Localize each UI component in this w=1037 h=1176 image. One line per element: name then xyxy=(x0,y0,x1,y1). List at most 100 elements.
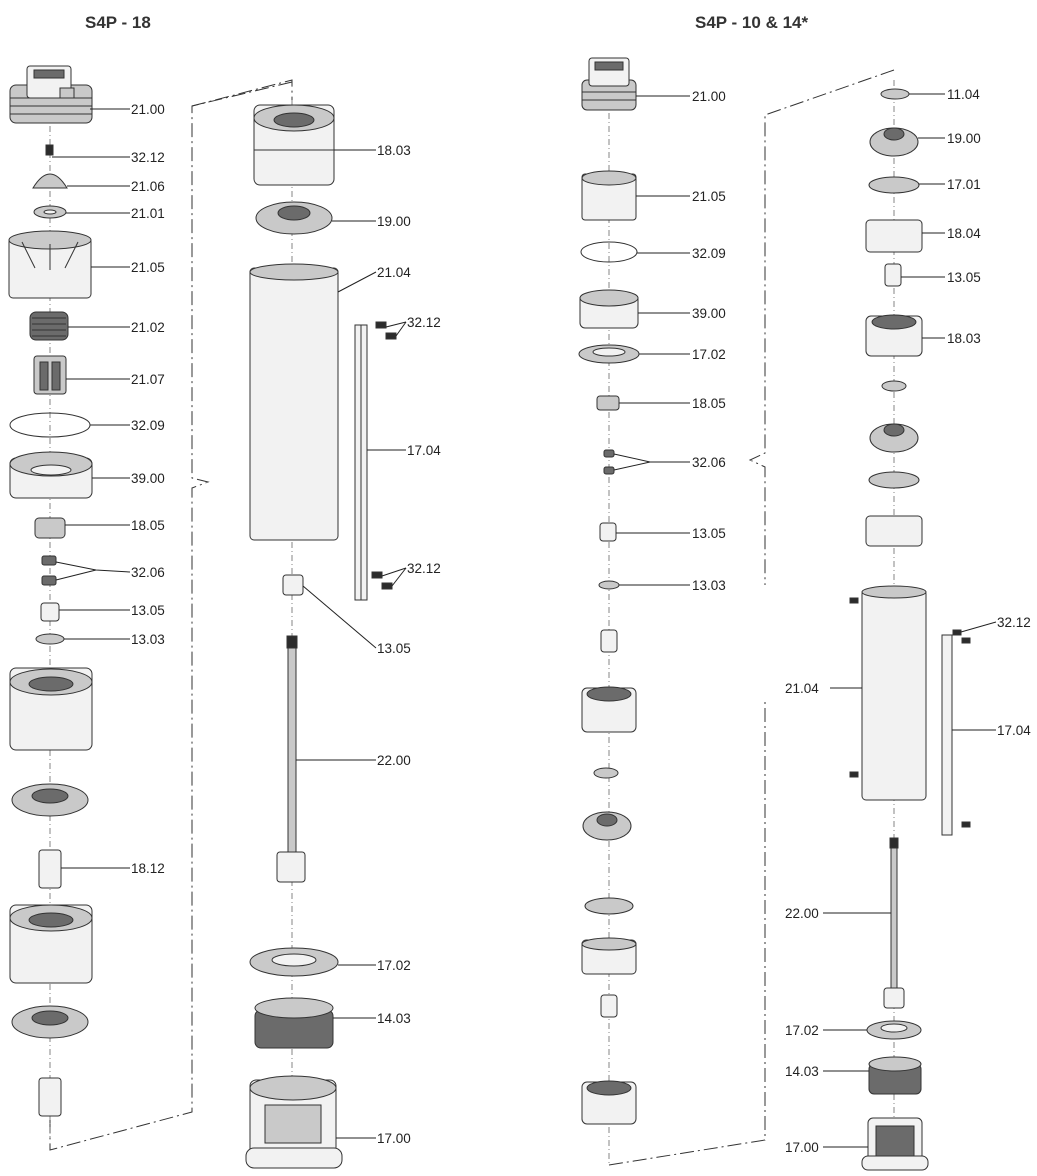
right-connector-path xyxy=(608,69,895,1166)
right-diffuser-top xyxy=(865,314,923,357)
label-right-1900: 19.00 xyxy=(947,131,981,146)
label-left-2107: 21.07 xyxy=(131,372,165,387)
label-right-1702-b: 17.02 xyxy=(785,1023,819,1038)
left-spring xyxy=(29,311,69,341)
label-right-1704: 17.04 xyxy=(997,723,1031,738)
label-right-1803: 18.03 xyxy=(947,331,981,346)
label-left-1700: 17.00 xyxy=(377,1131,411,1146)
label-right-1700: 17.00 xyxy=(785,1140,819,1155)
right-sleeve-3 xyxy=(600,994,618,1018)
label-left-3900: 39.00 xyxy=(131,471,165,486)
label-right-2100: 21.00 xyxy=(692,89,726,104)
title-right: S4P - 10 & 14* xyxy=(695,13,808,32)
label-left-2100: 21.00 xyxy=(131,102,165,117)
right-washer-top xyxy=(880,88,910,100)
right-diffuser-3 xyxy=(581,1080,637,1125)
right-nut-1 xyxy=(603,449,615,458)
label-left-3206: 32.06 xyxy=(131,565,165,580)
right-washer xyxy=(598,580,620,590)
label-right-2200: 22.00 xyxy=(785,906,819,921)
label-right-1305-a: 13.05 xyxy=(692,526,726,541)
label-right-1104: 11.04 xyxy=(947,87,980,102)
label-left-1303: 13.03 xyxy=(131,632,165,647)
label-left-1900: 19.00 xyxy=(377,214,411,229)
right-ring-top xyxy=(868,176,920,194)
label-right-1305-b: 13.05 xyxy=(947,270,981,285)
title-left: S4P - 18 xyxy=(85,13,151,32)
left-dome xyxy=(32,173,68,189)
label-right-3209: 32.09 xyxy=(692,246,726,261)
right-cable-guard xyxy=(941,629,971,836)
left-cable-guard xyxy=(354,321,397,601)
right-oring xyxy=(580,241,638,263)
right-impeller-top xyxy=(869,127,919,157)
left-suction-strainer xyxy=(254,997,334,1049)
left-bushing xyxy=(34,517,66,539)
label-left-2102: 21.02 xyxy=(131,320,165,335)
right-diffuser-2 xyxy=(581,937,637,975)
label-left-2106: 21.06 xyxy=(131,179,165,194)
right-valve-body xyxy=(581,170,637,221)
right-ring-mid xyxy=(868,471,920,489)
label-left-1403: 14.03 xyxy=(377,1011,411,1026)
label-left-1305-a: 13.05 xyxy=(131,603,165,618)
label-left-1803: 18.03 xyxy=(377,143,411,158)
right-pump-tube xyxy=(849,585,927,801)
label-right-1702-a: 17.02 xyxy=(692,347,726,362)
right-washer-mid xyxy=(881,380,907,392)
right-diffuser-ring xyxy=(865,219,923,253)
right-suction-strainer xyxy=(868,1056,922,1095)
label-left-1805: 18.05 xyxy=(131,518,165,533)
left-diffuser-top xyxy=(253,104,335,186)
left-diffuser-2 xyxy=(9,904,93,984)
left-washer-2 xyxy=(35,633,65,645)
label-right-1403: 14.03 xyxy=(785,1064,819,1079)
right-discharge-body xyxy=(579,289,639,329)
right-nut-2 xyxy=(603,466,615,475)
left-top-cap xyxy=(9,65,93,124)
right-bushing xyxy=(596,395,620,411)
left-sleeve-long xyxy=(38,849,62,889)
left-shaft xyxy=(276,635,306,883)
right-shaft xyxy=(883,837,905,1009)
label-left-1704: 17.04 xyxy=(407,443,441,458)
left-pump-tube xyxy=(249,263,339,541)
label-right-1804: 18.04 xyxy=(947,226,981,241)
right-sleeve xyxy=(599,522,617,542)
label-left-3212-b: 32.12 xyxy=(407,315,441,330)
left-sleeve xyxy=(40,602,60,622)
left-impeller-1 xyxy=(11,783,89,817)
label-left-2104: 21.04 xyxy=(377,265,411,280)
label-right-2104: 21.04 xyxy=(785,681,819,696)
left-screw-top xyxy=(45,144,54,156)
left-valve-body xyxy=(8,230,92,299)
right-bottom-bracket xyxy=(861,1117,929,1171)
left-valve xyxy=(33,355,67,395)
left-assembly: 21.00 32.12 21.06 21.01 21.05 21.02 21.0… xyxy=(8,65,441,1169)
label-right-1805: 18.05 xyxy=(692,396,726,411)
label-left-3209: 32.09 xyxy=(131,418,165,433)
label-left-1812: 18.12 xyxy=(131,861,165,876)
label-right-3212: 32.12 xyxy=(997,615,1031,630)
label-right-1303: 13.03 xyxy=(692,578,726,593)
right-diffuser-1 xyxy=(581,686,637,733)
label-left-1305-b: 13.05 xyxy=(377,641,411,656)
left-discharge-body xyxy=(9,451,93,499)
left-connector-line xyxy=(191,79,293,107)
right-assembly: 21.00 21.05 32.09 39.00 17.02 18.05 32.0… xyxy=(578,57,1031,1171)
left-shaft-seal xyxy=(249,947,339,977)
left-nut-1 xyxy=(41,555,57,566)
label-right-3900: 39.00 xyxy=(692,306,726,321)
label-right-2105: 21.05 xyxy=(692,189,726,204)
label-left-3212-a: 32.12 xyxy=(131,150,165,165)
left-connector-path xyxy=(49,81,293,1151)
right-sleeve-2 xyxy=(600,629,618,653)
left-impeller-2 xyxy=(11,1005,89,1039)
right-impeller-mid xyxy=(869,423,919,453)
right-diffuser-ring-2 xyxy=(865,515,923,547)
left-impeller-top xyxy=(255,201,333,235)
left-sleeve-bottom xyxy=(38,1077,62,1117)
label-left-2101: 21.01 xyxy=(131,206,165,221)
label-left-2200: 22.00 xyxy=(377,753,411,768)
